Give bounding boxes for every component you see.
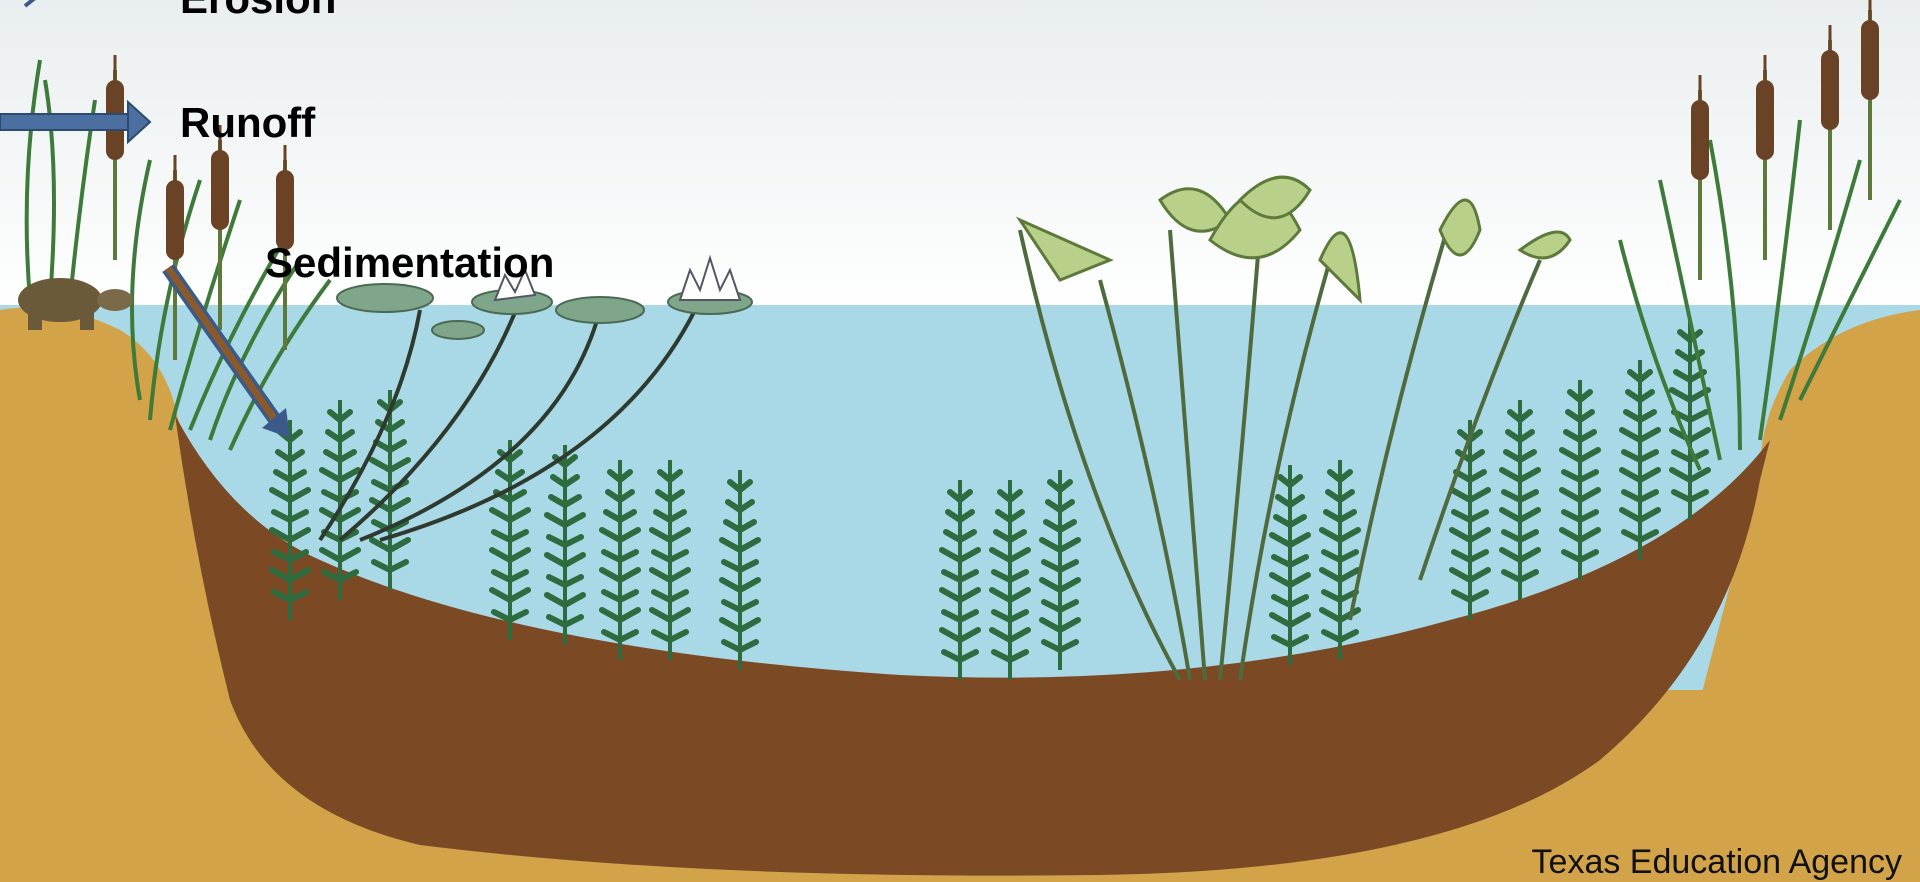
sedimentation-label: Sedimentation <box>265 242 554 284</box>
runoff-label: Runoff <box>180 102 315 144</box>
erosion-label: Erosion <box>180 0 336 20</box>
source-credit: Texas Education Agency <box>1532 843 1902 882</box>
